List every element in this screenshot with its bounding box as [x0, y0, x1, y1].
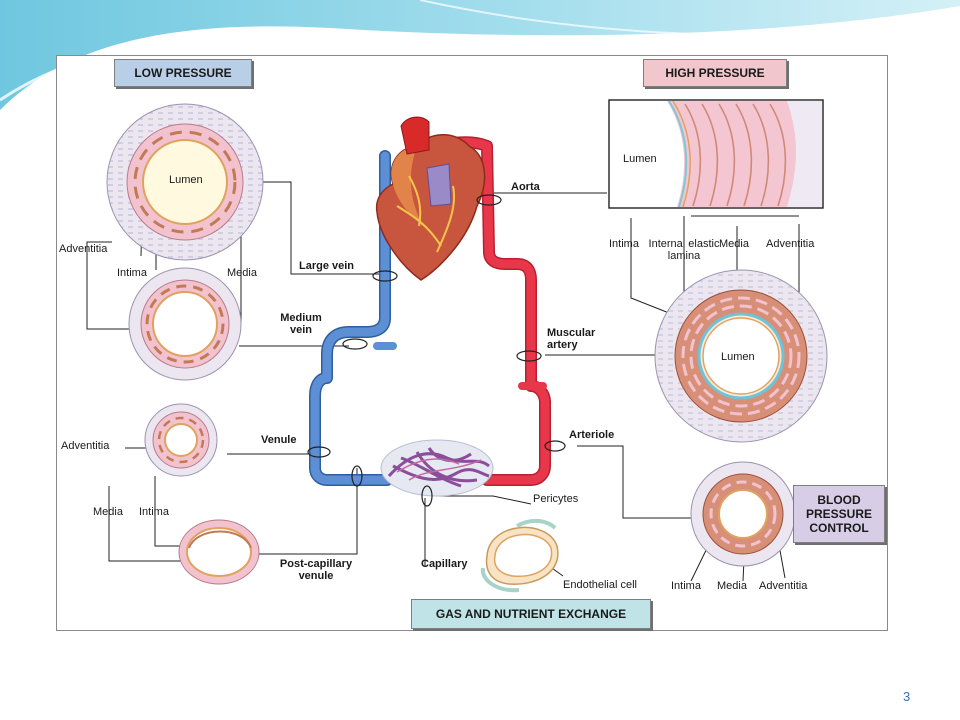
- left-adventitia-label: Adventitia: [59, 243, 108, 255]
- left-intima-label: Intima: [117, 267, 147, 279]
- capillary-bed: [380, 439, 494, 497]
- page-number: 3: [903, 689, 911, 704]
- venule-label: Venule: [261, 434, 297, 446]
- arteriole-label: Arteriole: [569, 429, 615, 441]
- aorta-wall-inset: [608, 99, 824, 209]
- gas-nutrient-exchange-box: GAS AND NUTRIENT EXCHANGE: [411, 599, 651, 629]
- large-vein-cross-section: [106, 103, 264, 261]
- low-pressure-box: LOW PRESSURE: [114, 59, 252, 87]
- aorta-inset-lumen-label: Lumen: [623, 153, 657, 165]
- large-vein-lumen-label: Lumen: [169, 174, 203, 186]
- header-swoosh-line: [419, 0, 960, 37]
- heart-illustration: [375, 116, 486, 281]
- arteriole-media-label: Media: [717, 580, 747, 592]
- medium-vein-label: Medium vein: [280, 312, 322, 336]
- arteriole-adventitia-label: Adventitia: [759, 580, 808, 592]
- aorta-intima-label: Intima: [609, 238, 639, 250]
- high-pressure-box: HIGH PRESSURE: [643, 59, 787, 87]
- venule-adventitia-label: Adventitia: [61, 440, 110, 452]
- header-swoosh-highlight: [0, 8, 960, 102]
- muscular-artery-cross-section: [654, 269, 828, 443]
- aorta-adventitia-label: Adventitia: [766, 238, 815, 250]
- header-swoosh: [0, 0, 960, 110]
- figure-drawing: [86, 99, 828, 593]
- post-capillary-venule-label: Post-capillary venule: [279, 558, 353, 582]
- venule-intima-label: Intima: [139, 506, 169, 518]
- aorta-label: Aorta: [511, 181, 540, 193]
- circulatory-vessels-figure: LOW PRESSURE HIGH PRESSURE BLOOD PRESSUR…: [56, 55, 888, 631]
- endothelial-cell-label: Endothelial cell: [563, 579, 637, 591]
- venule-media-label: Media: [93, 506, 123, 518]
- muscular-artery-label: Muscular artery: [547, 327, 596, 351]
- clamp-marks: [307, 194, 566, 507]
- arteriole-cross-section: [690, 461, 796, 567]
- arteriole-intima-label: Intima: [671, 580, 701, 592]
- vessel-network: [309, 136, 551, 486]
- blood-pressure-control-box: BLOOD PRESSURE CONTROL: [793, 485, 885, 543]
- post-capillary-venule-cross-section: [178, 519, 260, 585]
- capillary-label: Capillary: [421, 558, 468, 570]
- left-media-label: Media: [227, 267, 257, 279]
- internal-elastic-lamina-label: Internal elastic lamina: [648, 238, 720, 262]
- medium-vein-cross-section: [128, 267, 242, 381]
- aorta-media-label: Media: [719, 238, 749, 250]
- pericytes-label: Pericytes: [533, 493, 579, 505]
- muscular-artery-lumen-label: Lumen: [721, 351, 755, 363]
- capillary-cross-section: [480, 519, 559, 593]
- large-vein-label: Large vein: [299, 260, 355, 272]
- venule-cross-section: [144, 403, 218, 477]
